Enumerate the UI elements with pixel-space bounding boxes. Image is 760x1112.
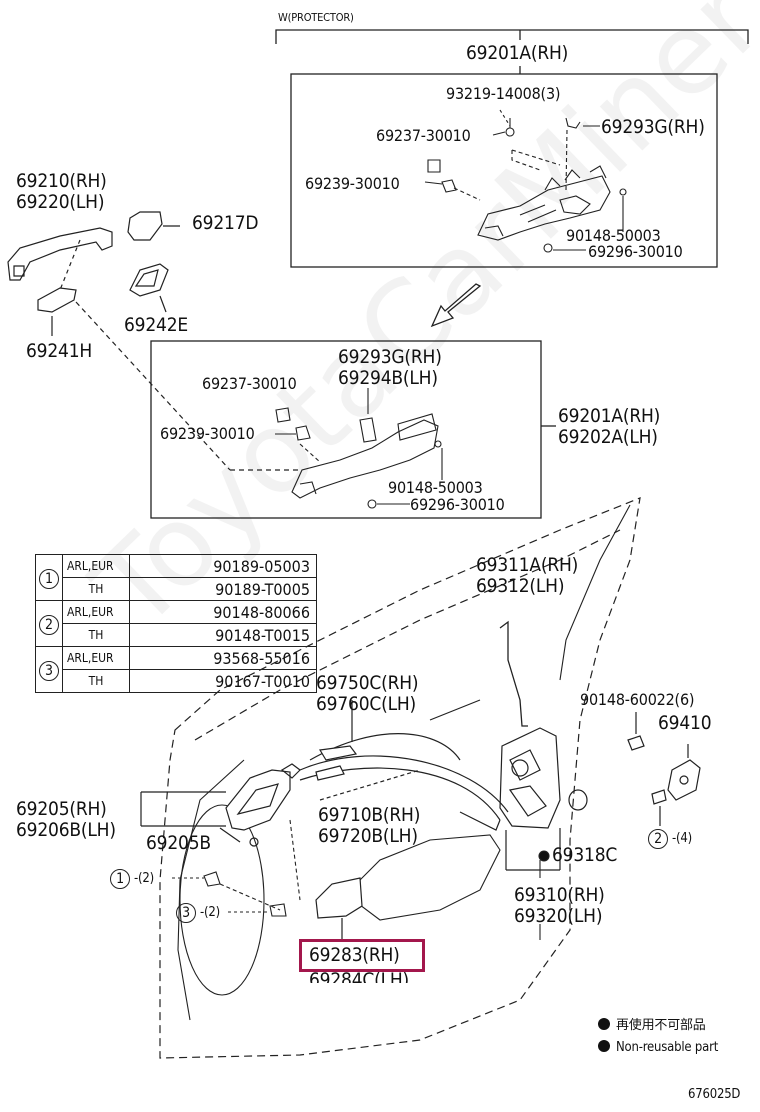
ref-table-cat: TH bbox=[62, 577, 130, 601]
ref1-marker: 1 bbox=[110, 868, 130, 889]
upper-part-90148: 90148-50003 bbox=[566, 226, 661, 245]
door-outline bbox=[159, 497, 641, 1059]
ref3-qty: -(2) bbox=[200, 905, 220, 920]
fastener-reference-table: 1 ARL,EUR 90189-05003 TH 90189-T0005 2 A… bbox=[35, 554, 317, 693]
fasteners bbox=[172, 819, 550, 940]
ref-table-pn: 93568-55016 bbox=[129, 646, 317, 670]
middle-part-69294b: 69294B(LH) bbox=[338, 367, 438, 389]
middle-part-69237: 69237-30010 bbox=[202, 374, 297, 393]
highlighted-part-box bbox=[299, 939, 425, 972]
handle-rh-label: 69210(RH) bbox=[16, 170, 107, 192]
middle-handle-frame bbox=[275, 388, 443, 509]
middle-assembly-box bbox=[150, 340, 542, 519]
ref-table-pn: 90189-05003 bbox=[129, 554, 317, 578]
ref-table-num-1: 1 bbox=[35, 554, 63, 601]
cap-label: 69217D bbox=[192, 212, 259, 234]
pad-69242e-label: 69242E bbox=[124, 314, 188, 336]
middle-part-69293g: 69293G(RH) bbox=[338, 346, 442, 368]
striker-label: 69410 bbox=[658, 712, 712, 734]
ref-table-pn: 90148-T0015 bbox=[129, 623, 317, 647]
rod-rh-label: 69311A(RH) bbox=[476, 554, 579, 576]
outer-handle bbox=[7, 211, 300, 471]
handle-lh-label: 69220(LH) bbox=[16, 191, 105, 213]
upper-assembly-box bbox=[290, 73, 718, 268]
ref-table-cat: ARL,EUR bbox=[62, 646, 130, 670]
ref-table-cat: TH bbox=[62, 669, 130, 693]
upper-handle-frame bbox=[424, 109, 627, 253]
non-reusable-dot-icon bbox=[598, 1040, 610, 1052]
door-rod bbox=[499, 620, 528, 727]
top-assembly-label: 69201A(RH) bbox=[466, 42, 569, 64]
inner-handle-sub-label: 69205B bbox=[146, 832, 211, 854]
middle-part-69239: 69239-30010 bbox=[160, 424, 255, 443]
upper-part-69239: 69239-30010 bbox=[305, 174, 400, 193]
bezel-rh-label: 69283(RH) bbox=[309, 944, 400, 966]
ref-table-num-2: 2 bbox=[35, 600, 63, 647]
cable-lh-label: 69760C(LH) bbox=[316, 693, 417, 715]
inner-handle bbox=[140, 763, 301, 847]
ref-table-pn: 90167-T0010 bbox=[129, 669, 317, 693]
ref-table-cat: ARL,EUR bbox=[62, 554, 130, 578]
door-lock-assembly bbox=[499, 727, 588, 871]
upper-part-69296: 69296-30010 bbox=[588, 242, 683, 261]
legend-en: Non-reusable part bbox=[598, 1040, 718, 1054]
pad-69241h-label: 69241H bbox=[26, 340, 93, 362]
rod-lh-label: 69312(LH) bbox=[476, 575, 565, 597]
lock-lh-label: 69320(LH) bbox=[514, 905, 603, 927]
middle-part-90148: 90148-50003 bbox=[388, 478, 483, 497]
ref-table-pn: 90189-T0005 bbox=[129, 577, 317, 601]
middle-assy-rh: 69201A(RH) bbox=[558, 405, 661, 427]
upper-part-93219: 93219-14008(3) bbox=[446, 84, 561, 103]
ref3-marker: 3 bbox=[176, 902, 196, 923]
legend-jp: 再使用不可部品 bbox=[598, 1018, 706, 1032]
protector-label: W(PROTECTOR) bbox=[278, 11, 354, 24]
ref-table-cat: ARL,EUR bbox=[62, 600, 130, 624]
middle-assy-lh: 69202A(LH) bbox=[558, 426, 658, 448]
striker-assembly bbox=[627, 712, 701, 826]
cable2-rh-label: 69710B(RH) bbox=[318, 804, 421, 826]
ref-table-num-3: 3 bbox=[35, 646, 63, 693]
protector-bracket bbox=[275, 29, 749, 44]
ref1-qty: -(2) bbox=[134, 871, 154, 886]
screw-label: 90148-60022(6) bbox=[580, 690, 695, 709]
diagram-code: 676025D bbox=[688, 1087, 741, 1102]
ref2-marker: 2 bbox=[648, 828, 668, 849]
door-cables bbox=[299, 699, 509, 831]
bezel-cover bbox=[315, 877, 363, 940]
bezel-lh-label: 69284C(LH) bbox=[309, 971, 410, 983]
inner-handle-rh-label: 69205(RH) bbox=[16, 798, 107, 820]
middle-part-69296: 69296-30010 bbox=[410, 495, 505, 514]
down-arrow-icon bbox=[430, 283, 482, 328]
non-reusable-dot-icon bbox=[598, 1018, 610, 1030]
ref-table-pn: 90148-80066 bbox=[129, 600, 317, 624]
cable-rh-label: 69750C(RH) bbox=[316, 672, 419, 694]
inner-handle-lh-label: 69206B(LH) bbox=[16, 819, 116, 841]
door-glass-line bbox=[177, 504, 631, 1021]
cable2-lh-label: 69720B(LH) bbox=[318, 825, 418, 847]
upper-part-69237: 69237-30010 bbox=[376, 126, 471, 145]
grommet-label: 69318C bbox=[552, 844, 618, 866]
lock-rh-label: 69310(RH) bbox=[514, 884, 605, 906]
ref2-qty: -(4) bbox=[672, 831, 692, 846]
ref-table-cat: TH bbox=[62, 623, 130, 647]
upper-part-69293g: 69293G(RH) bbox=[601, 116, 705, 138]
